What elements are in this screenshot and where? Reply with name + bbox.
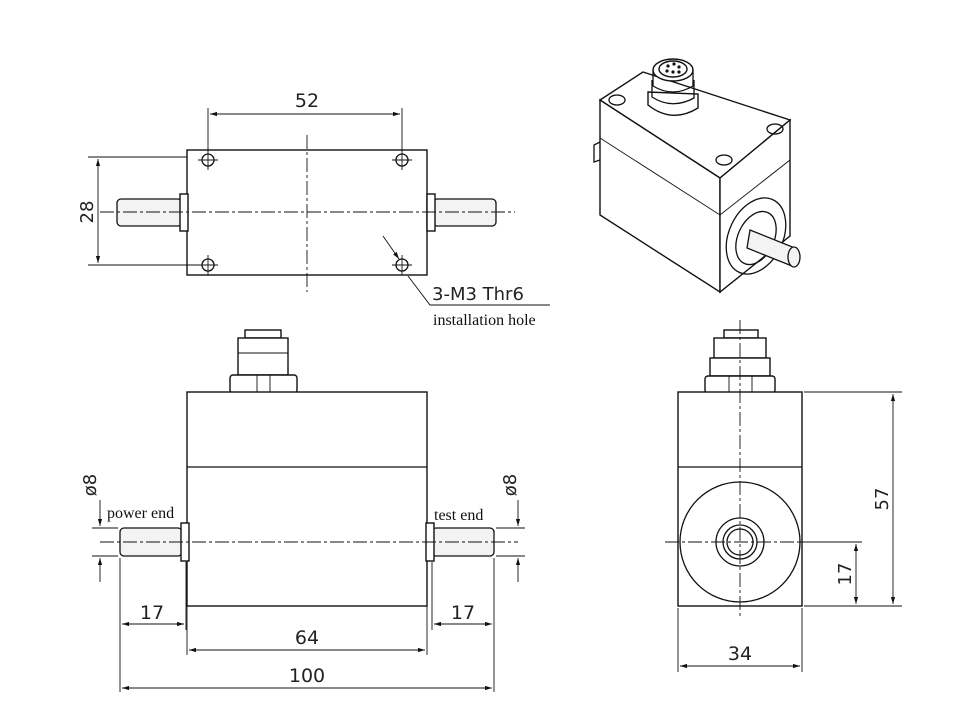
- mounting-hole-icon: [198, 255, 218, 275]
- dim-body-length: 64: [295, 627, 319, 649]
- front-connector-nut: [229, 374, 298, 394]
- top-view-collar-right: [426, 193, 436, 232]
- dim-shaft-left: 17: [140, 602, 164, 624]
- label-power-end: power end: [107, 505, 174, 522]
- dim-hole-spacing: 52: [295, 90, 319, 112]
- label-test-end: test end: [434, 507, 483, 524]
- front-connector-cap: [244, 329, 282, 339]
- dim-axis-height: 17: [835, 563, 856, 586]
- mounting-hole-icon: [392, 255, 412, 275]
- dim-shaft-dia-left: ø8: [80, 474, 101, 496]
- callout-thread: 3-M3 Thr6: [432, 284, 524, 305]
- top-view-collar-left: [179, 193, 189, 232]
- front-connector-body: [237, 337, 289, 376]
- mounting-hole-icon: [198, 150, 218, 170]
- top-view-shaft-right: [432, 198, 497, 227]
- side-connector-cap: [723, 329, 759, 339]
- top-view: 52 28 3-M3 Thr6 installation hole: [77, 90, 550, 329]
- dim-total-height: 57: [872, 488, 893, 511]
- front-view: ø8 ø8 power end test end 17 17 64 100: [80, 329, 525, 692]
- top-view-shaft-left: [116, 198, 183, 227]
- dim-side-width: 34: [728, 643, 752, 665]
- dim-overall-length: 100: [289, 665, 325, 687]
- mounting-hole-icon: [392, 150, 412, 170]
- isometric-view: [593, 58, 801, 294]
- callout-installation-hole: installation hole: [433, 312, 536, 329]
- side-view: 57 17 34: [665, 320, 902, 672]
- connector-icon: [647, 58, 699, 116]
- front-view-body: [186, 391, 428, 607]
- dim-shaft-dia-right: ø8: [500, 474, 521, 496]
- dim-shaft-right: 17: [451, 602, 475, 624]
- dim-top-height: 28: [77, 201, 98, 224]
